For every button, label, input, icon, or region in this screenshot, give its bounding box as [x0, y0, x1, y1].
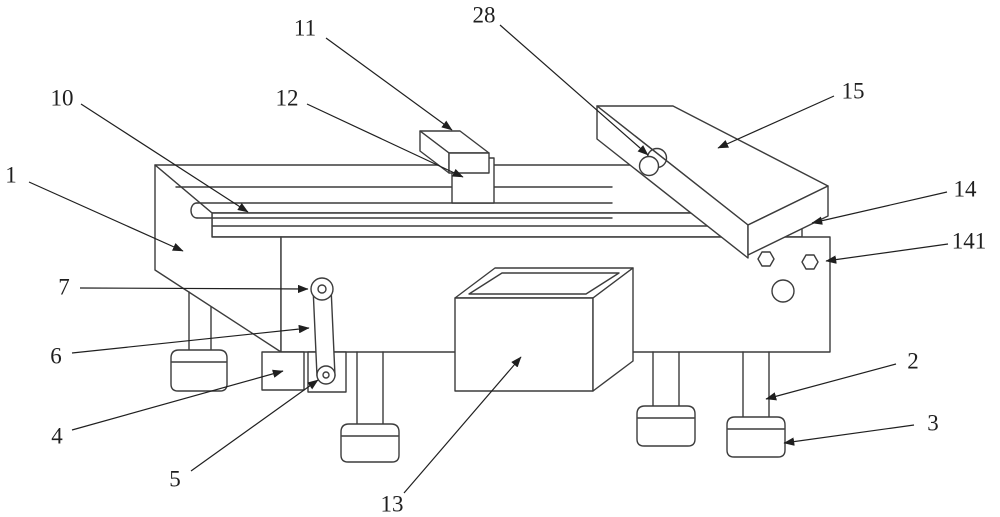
- part-label-5: 5: [169, 466, 181, 492]
- leader-line-28: [499, 24, 649, 156]
- part-label-14: 14: [953, 176, 977, 202]
- leg-2: [340, 351, 400, 463]
- fasteners-141: [757, 251, 819, 303]
- leader-line-3: [783, 424, 915, 446]
- pivot-5: [316, 365, 336, 385]
- end-plate-14: [747, 185, 829, 256]
- leader-line-15: [717, 95, 835, 149]
- foot-2: [340, 423, 400, 463]
- part-label-2: 2: [907, 348, 919, 374]
- bolt-right-icon: [801, 254, 819, 270]
- bolt-left-icon: [757, 251, 775, 267]
- leader-lines: [28, 24, 949, 494]
- leg-4: [726, 351, 786, 458]
- leader-line-6: [71, 324, 310, 354]
- leader-line-5: [190, 379, 319, 472]
- leader-line-1: [28, 181, 184, 252]
- part-label-4: 4: [51, 423, 63, 449]
- knob-circle: [771, 279, 795, 303]
- leader-line-11: [325, 37, 453, 131]
- pivot-7: [310, 277, 334, 301]
- leader-line-4: [71, 369, 284, 431]
- leader-line-12: [306, 103, 464, 178]
- part-label-141: 141: [951, 228, 987, 254]
- hole-28: [638, 147, 668, 177]
- part-label-1: 1: [5, 162, 17, 188]
- part-label-15: 15: [841, 78, 865, 104]
- leader-line-14: [811, 191, 948, 225]
- foot-1: [170, 349, 228, 392]
- leader-line-10: [80, 103, 249, 213]
- leader-line-141: [825, 243, 949, 264]
- part-label-28: 28: [472, 2, 496, 28]
- part-label-12: 12: [275, 85, 299, 111]
- leg-3: [636, 351, 696, 447]
- part-label-11: 11: [293, 15, 317, 41]
- leg-1: [170, 291, 228, 392]
- part-label-3: 3: [927, 410, 939, 436]
- part-label-7: 7: [58, 274, 70, 300]
- guide-block-11: [419, 130, 490, 174]
- leader-line-13: [403, 356, 522, 494]
- part-label-13: 13: [380, 491, 404, 517]
- foot-4: [726, 416, 786, 458]
- foot-3: [636, 405, 696, 447]
- part-label-10: 10: [50, 85, 74, 111]
- open-box-13: [454, 267, 634, 392]
- leader-line-7: [79, 284, 309, 294]
- part-label-6: 6: [50, 343, 62, 369]
- leader-line-2: [765, 363, 897, 401]
